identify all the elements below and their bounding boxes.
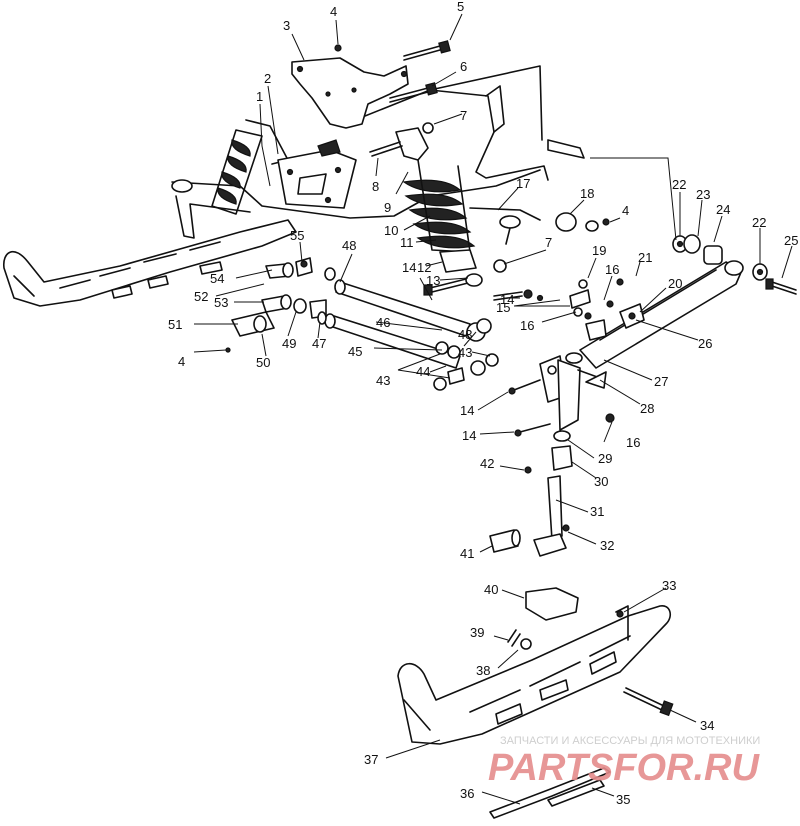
callout-46: 46	[376, 315, 390, 330]
callout-33: 33	[662, 578, 676, 593]
ski-saddle-40	[525, 587, 579, 621]
callout-16a: 16	[605, 262, 619, 277]
mount-plate-2	[277, 139, 357, 209]
bolt-34	[623, 687, 674, 717]
nut-4-top	[334, 44, 342, 52]
bushing-41	[489, 529, 521, 553]
callout-36: 36	[460, 786, 474, 801]
callout-47: 47	[312, 336, 326, 351]
callout-14a: 14	[402, 260, 416, 275]
callout-labels: 1 2 3 4 5 6 7 8 9 10 11 12 13 14 14 15 1…	[168, 0, 798, 807]
callout-5: 5	[457, 0, 464, 14]
callout-49: 49	[282, 336, 296, 351]
callout-9: 9	[384, 200, 391, 215]
bolt-5	[403, 40, 451, 61]
callout-17: 17	[516, 176, 530, 191]
callout-40: 40	[484, 582, 498, 597]
callout-16b: 16	[520, 318, 534, 333]
watermark-logo: PARTSFOR.RU	[488, 747, 760, 789]
callout-2: 2	[264, 71, 271, 86]
small-hardware-17-19	[422, 122, 624, 320]
callout-19: 19	[592, 243, 606, 258]
callout-7: 7	[460, 108, 467, 123]
callout-35: 35	[616, 792, 630, 807]
callout-13: 13	[426, 273, 440, 288]
callout-34: 34	[700, 718, 714, 733]
callout-30: 30	[594, 474, 608, 489]
wear-bars-35-36	[489, 610, 624, 819]
left-shock-absorber	[211, 129, 263, 215]
trailing-arm-26	[579, 260, 744, 369]
callout-11: 11	[400, 235, 414, 250]
callout-29: 29	[598, 451, 612, 466]
callout-22: 22	[672, 177, 686, 192]
left-hardware-47-55	[225, 257, 327, 353]
callout-50: 50	[256, 355, 270, 370]
main-shock-absorber	[369, 127, 483, 296]
callout-43c: 43	[376, 373, 390, 388]
callout-44: 44	[416, 364, 430, 379]
callout-55: 55	[290, 228, 304, 243]
callout-43a: 43	[458, 345, 472, 360]
callout-4b: 4	[622, 203, 629, 218]
spindle-assembly	[524, 352, 615, 557]
callout-38: 38	[476, 663, 490, 678]
callout-14b: 14	[500, 292, 514, 307]
callout-54: 54	[210, 271, 224, 286]
callout-1: 1	[256, 89, 263, 104]
callout-51: 51	[168, 317, 182, 332]
radius-rods	[324, 267, 499, 391]
watermark-subtitle: ЗАПЧАСТИ И АКСЕССУАРЫ ДЛЯ МОТОТЕХНИКИ	[500, 735, 760, 747]
callout-32: 32	[600, 538, 614, 553]
callout-31: 31	[590, 504, 604, 519]
callout-20: 20	[668, 276, 682, 291]
callout-28: 28	[640, 401, 654, 416]
callout-41: 41	[460, 546, 474, 561]
callout-16c: 16	[626, 435, 640, 450]
callout-37: 37	[364, 752, 378, 767]
callout-25: 25	[784, 233, 798, 248]
callout-15: 15	[496, 300, 510, 315]
cotter-pin-39	[507, 629, 532, 650]
callout-45: 45	[348, 344, 362, 359]
callout-21: 21	[638, 250, 652, 265]
bolt-6	[389, 82, 438, 103]
callout-7b: 7	[545, 235, 552, 250]
callout-14c: 14	[460, 403, 474, 418]
bushings-22-24	[590, 157, 797, 295]
upper-shock-bracket	[291, 57, 409, 129]
callout-23: 23	[696, 187, 710, 202]
callout-3: 3	[283, 18, 290, 33]
callout-18: 18	[580, 186, 594, 201]
callout-26: 26	[698, 336, 712, 351]
callout-8: 8	[372, 179, 379, 194]
callout-48: 48	[342, 238, 356, 253]
main-ski-37	[397, 605, 672, 745]
bolts-14	[493, 289, 551, 437]
callout-43b: 43	[458, 327, 472, 342]
leader-lines	[193, 13, 793, 805]
callout-27: 27	[654, 374, 668, 389]
callout-22b: 22	[752, 215, 766, 230]
callout-6: 6	[460, 59, 467, 74]
callout-10: 10	[384, 223, 398, 238]
watermark: ЗАПЧАСТИ И АКСЕССУАРЫ ДЛЯ МОТОТЕХНИКИ PA…	[488, 735, 760, 789]
left-ski-background	[3, 219, 297, 307]
callout-39: 39	[470, 625, 484, 640]
callout-14d: 14	[462, 428, 476, 443]
callout-12: 12	[417, 260, 431, 275]
callout-52: 52	[194, 289, 208, 304]
callout-24: 24	[716, 202, 730, 217]
callout-53: 53	[214, 295, 228, 310]
callout-4c: 4	[178, 354, 185, 369]
callout-4: 4	[330, 4, 337, 19]
chassis-frame	[171, 65, 585, 239]
callout-42: 42	[480, 456, 494, 471]
